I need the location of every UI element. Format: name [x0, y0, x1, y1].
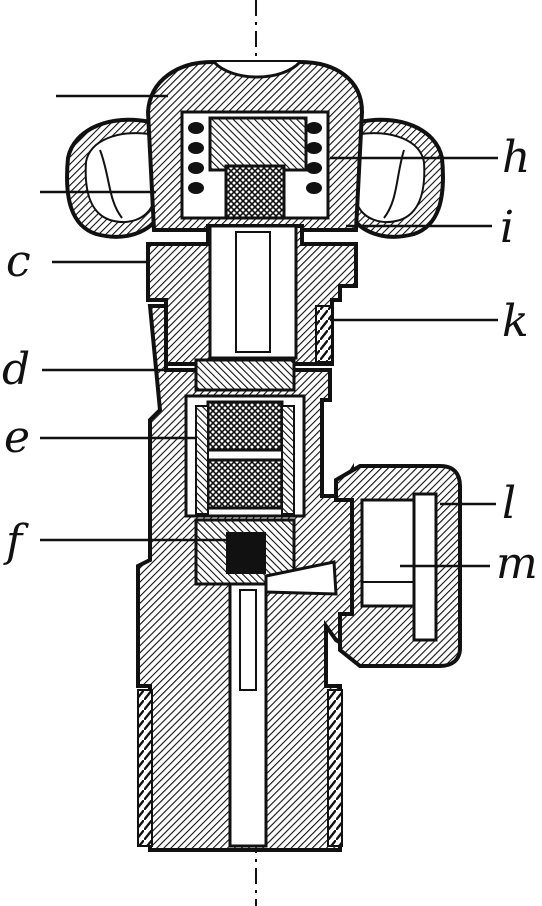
label-k: k — [502, 296, 529, 347]
valve-seat — [226, 532, 266, 574]
packing-upper — [206, 400, 284, 452]
packing-lower — [206, 458, 284, 510]
label-i: i — [500, 202, 514, 253]
label-h: h — [502, 132, 530, 183]
valve-disc — [194, 358, 296, 392]
threaded-neck — [137, 689, 153, 847]
label-m: m — [496, 538, 538, 589]
label-f: f — [3, 516, 29, 567]
handwheel — [65, 60, 445, 239]
label-e: e — [4, 412, 30, 463]
label-l: l — [502, 478, 516, 529]
label-c: c — [6, 236, 31, 287]
leader-lines — [40, 94, 498, 568]
label-d: d — [2, 344, 30, 395]
